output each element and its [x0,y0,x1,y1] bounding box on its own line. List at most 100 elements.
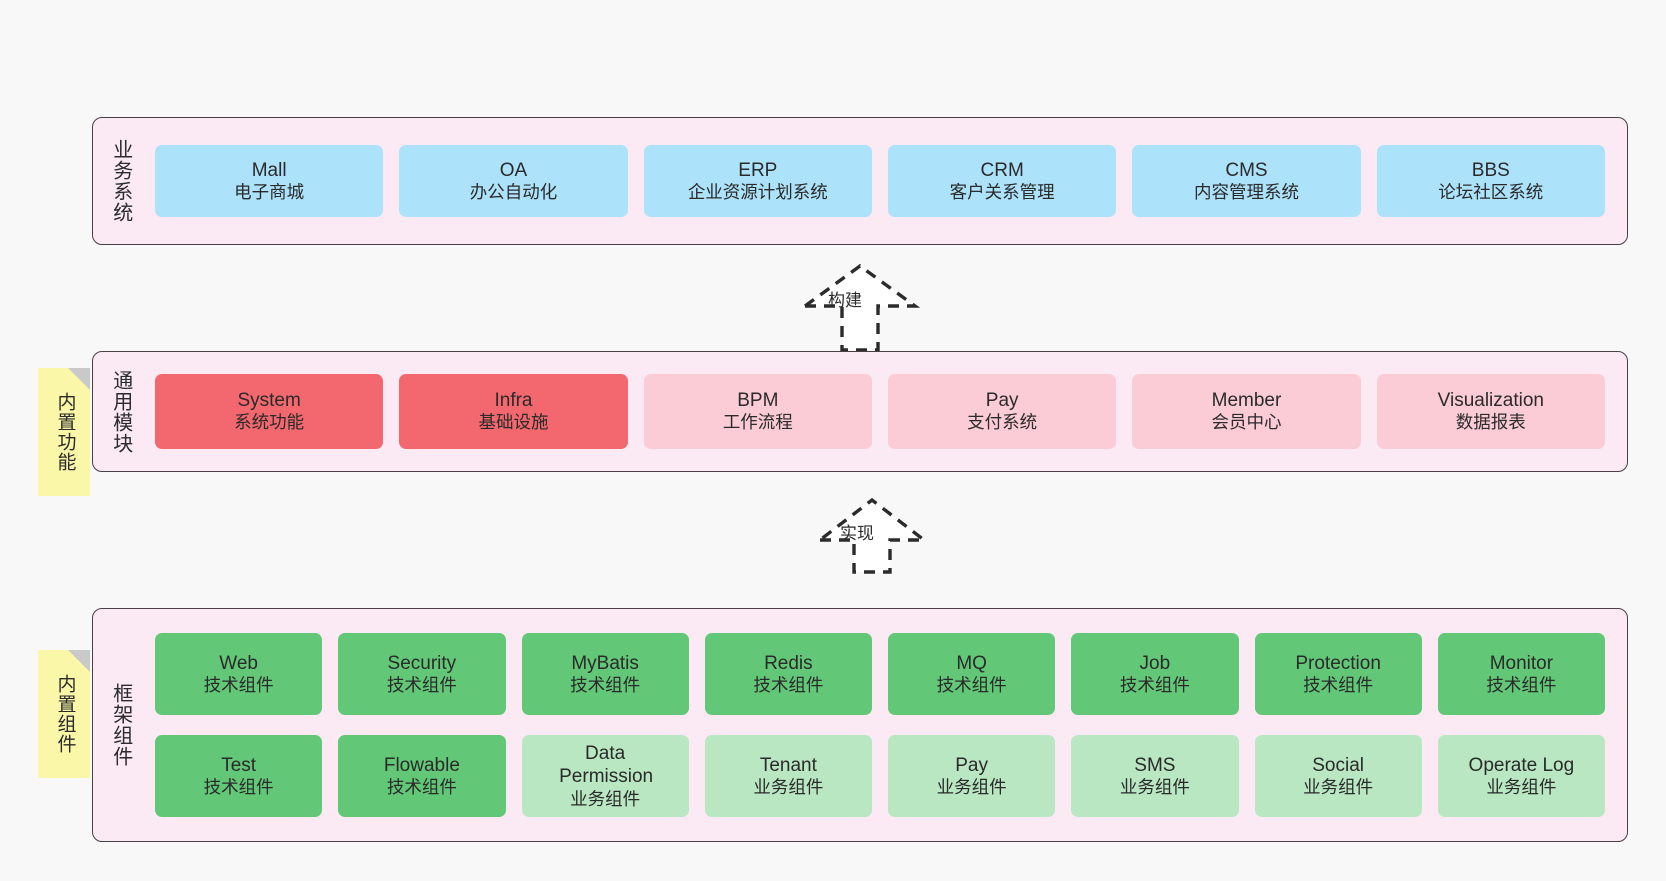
framework-cell: Protection 技术组件 [1247,633,1430,715]
business-system-row: Mall 电子商城 OA 办公自动化 ERP 企业资源计划系统 [147,145,1613,217]
common-module-row: System 系统功能 Infra 基础设施 BPM 工作流程 [147,374,1613,449]
box-protection[interactable]: Protection 技术组件 [1254,633,1422,715]
box-visualization[interactable]: Visualization 数据报表 [1376,374,1605,449]
box-title: BPM [737,390,779,412]
common-cell: Visualization 数据报表 [1369,374,1613,449]
box-subtitle: 会员中心 [1211,412,1282,433]
box-title: Tenant [759,754,817,776]
framework-cell: SMS 业务组件 [1063,735,1246,817]
box-bpm[interactable]: BPM 工作流程 [643,374,872,449]
box-tenant[interactable]: Tenant 业务组件 [704,735,872,817]
framework-cell: Social 业务组件 [1247,735,1430,817]
box-social[interactable]: Social 业务组件 [1254,735,1422,817]
box-subtitle: 客户关系管理 [949,181,1055,202]
layer-common-module: 通用模块 System 系统功能 Infra 基础设施 [92,351,1628,472]
box-subtitle: 技术组件 [936,674,1007,695]
box-subtitle: 数据报表 [1455,412,1526,433]
framework-cell: Data Permission 业务组件 [514,735,697,817]
box-subtitle: 技术组件 [386,776,457,797]
box-flowable[interactable]: Flowable 技术组件 [338,735,506,817]
box-system[interactable]: System 系统功能 [155,374,384,449]
box-oa[interactable]: OA 办公自动化 [399,145,628,217]
box-title: Data Permission [559,743,654,788]
box-infra[interactable]: Infra 基础设施 [399,374,628,449]
box-subtitle: 业务组件 [936,776,1007,797]
connector-build-label: 构建 [828,291,862,310]
box-title: ERP [738,159,778,181]
box-pay-component[interactable]: Pay 业务组件 [888,735,1056,817]
framework-tech-row: Web 技术组件 Security 技术组件 MyBatis 技术组件 [147,633,1613,715]
box-title: Operate Log [1468,754,1575,776]
box-subtitle: 技术组件 [203,776,274,797]
box-monitor[interactable]: Monitor 技术组件 [1437,633,1605,715]
common-cell: Infra 基础设施 [391,374,635,449]
box-security[interactable]: Security 技术组件 [338,633,506,715]
business-cell: Mall 电子商城 [147,145,391,217]
box-mq[interactable]: MQ 技术组件 [888,633,1056,715]
realize-arrow-glyph [815,497,929,574]
common-cell: System 系统功能 [147,374,391,449]
framework-cell: Security 技术组件 [330,633,513,715]
box-title: Web [219,652,258,674]
box-mall[interactable]: Mall 电子商城 [155,145,384,217]
box-operate-log[interactable]: Operate Log 业务组件 [1437,735,1605,817]
note-fold-corner-icon [68,368,90,390]
box-subtitle: 技术组件 [1303,674,1374,695]
framework-cell: Flowable 技术组件 [330,735,513,817]
layer-framework-component-body: Web 技术组件 Security 技术组件 MyBatis 技术组件 [147,609,1627,841]
box-erp[interactable]: ERP 企业资源计划系统 [643,145,872,217]
framework-cell: MQ 技术组件 [880,633,1063,715]
framework-cell: MyBatis 技术组件 [514,633,697,715]
common-cell: BPM 工作流程 [636,374,880,449]
box-title: Infra [494,390,533,412]
box-title: Redis [764,652,813,674]
box-subtitle: 企业资源计划系统 [687,181,828,202]
box-redis[interactable]: Redis 技术组件 [704,633,872,715]
box-title: Member [1211,390,1282,412]
box-subtitle: 内容管理系统 [1193,181,1299,202]
box-title: BBS [1471,159,1510,181]
box-subtitle: 技术组件 [1119,674,1190,695]
connector-build: 构建 [760,258,950,358]
framework-cell: Web 技术组件 [147,633,330,715]
layer-common-module-body: System 系统功能 Infra 基础设施 BPM 工作流程 [147,352,1627,471]
box-test[interactable]: Test 技术组件 [155,735,323,817]
box-title: SMS [1134,754,1176,776]
box-subtitle: 工作流程 [722,412,793,433]
box-title: Security [387,652,457,674]
box-title: Mall [251,159,287,181]
box-subtitle: 技术组件 [203,674,274,695]
box-bbs[interactable]: BBS 论坛社区系统 [1376,145,1605,217]
note-builtin-component: 内置组件 [38,650,90,778]
build-arrow-glyph [799,263,921,352]
box-pay-module[interactable]: Pay 支付系统 [887,374,1117,449]
business-cell: CMS 内容管理系统 [1124,145,1368,217]
framework-business-row: Test 技术组件 Flowable 技术组件 Data Permission … [147,735,1613,817]
framework-cell: Pay 业务组件 [880,735,1063,817]
box-crm[interactable]: CRM 客户关系管理 [887,145,1117,217]
box-member[interactable]: Member 会员中心 [1132,374,1361,449]
note-builtin-component-text: 内置组件 [54,674,76,754]
box-title: OA [499,159,528,181]
box-title: CMS [1225,159,1268,181]
box-web[interactable]: Web 技术组件 [155,633,323,715]
business-cell: OA 办公自动化 [391,145,635,217]
box-title: Pay [985,390,1019,412]
box-data-permission[interactable]: Data Permission 业务组件 [521,735,689,817]
box-cms[interactable]: CMS 内容管理系统 [1132,145,1361,217]
box-title: Visualization [1437,390,1544,412]
box-title: Flowable [383,754,460,776]
business-cell: BBS 论坛社区系统 [1369,145,1613,217]
layer-business-system-body: Mall 电子商城 OA 办公自动化 ERP 企业资源计划系统 [147,118,1627,244]
box-sms[interactable]: SMS 业务组件 [1071,735,1239,817]
box-subtitle: 业务组件 [570,788,641,809]
layer-business-system: 业务系统 Mall 电子商城 OA 办公自动化 ERP [92,117,1628,245]
box-job[interactable]: Job 技术组件 [1071,633,1239,715]
box-mybatis[interactable]: MyBatis 技术组件 [521,633,689,715]
box-title: Pay [955,754,988,776]
box-title: Social [1312,754,1364,776]
box-subtitle: 业务组件 [1119,776,1190,797]
layer-framework-component: 框架组件 Web 技术组件 Security 技术组件 [92,608,1628,842]
box-subtitle: 基础设施 [478,412,549,433]
